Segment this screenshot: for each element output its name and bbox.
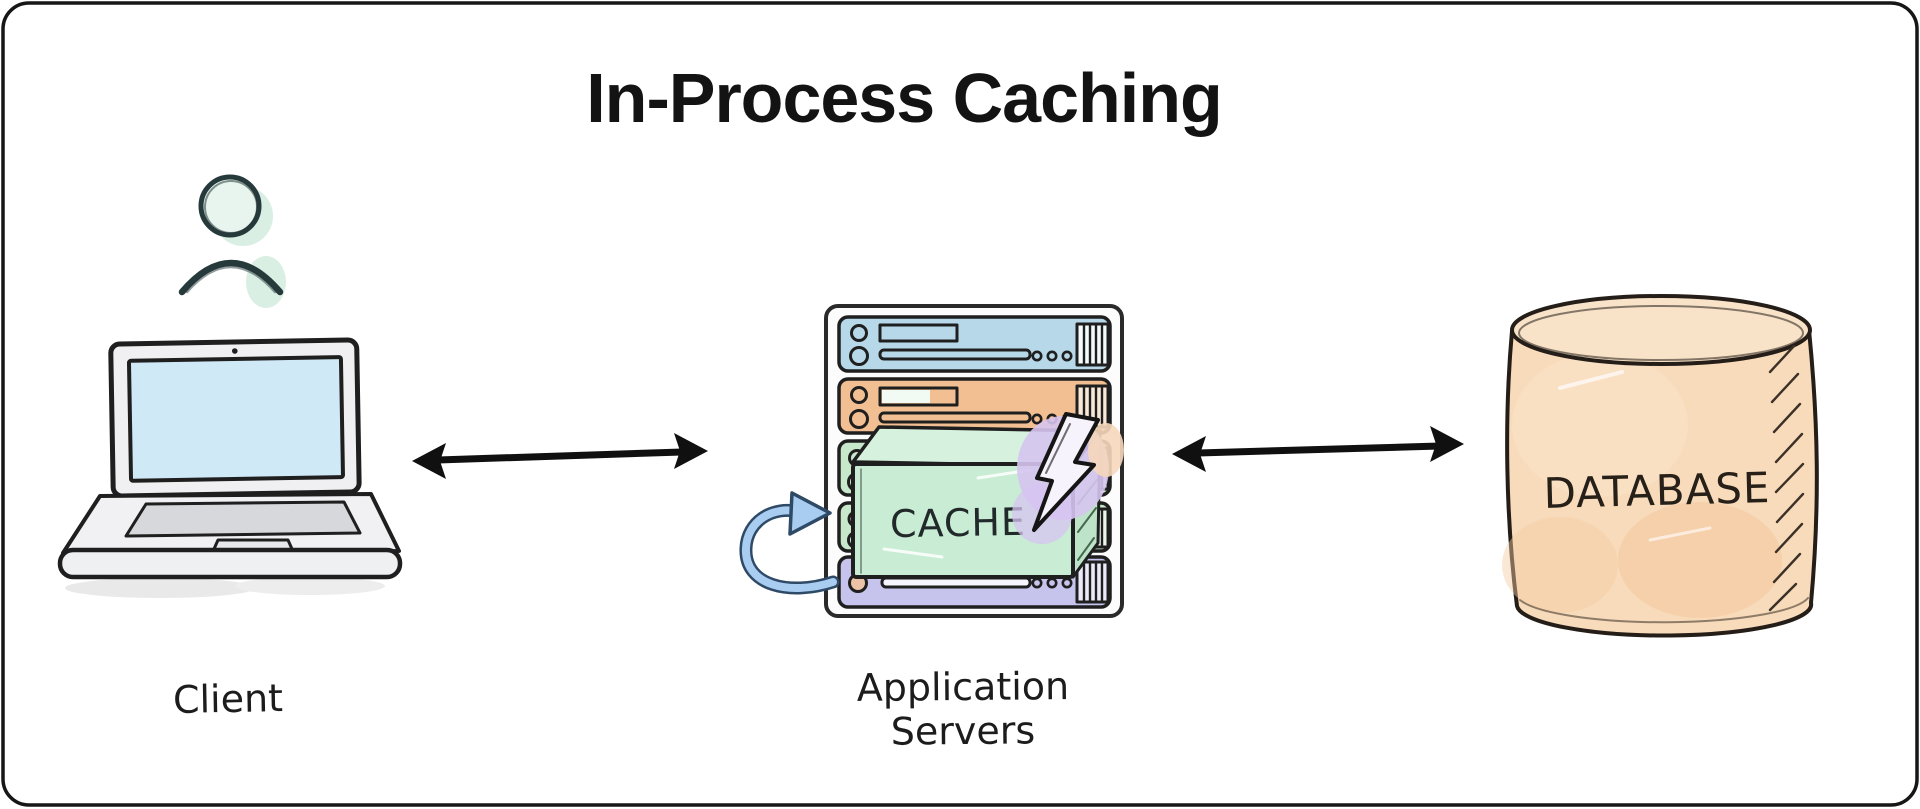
server-grille-lines (1082, 322, 1104, 367)
server-bar (878, 411, 1032, 424)
diagram-title: In-Process Caching (586, 59, 1222, 137)
server-grille-lines (1082, 384, 1104, 429)
laptop-screen (126, 355, 345, 483)
server-grille-lines (1082, 560, 1104, 604)
db-top-sketchline (1518, 305, 1804, 361)
user-icon (178, 174, 286, 308)
server-dot (1031, 350, 1043, 362)
client-label: Client (173, 676, 284, 722)
db-top-ellipse (1510, 294, 1812, 366)
server-dot (1061, 350, 1073, 362)
server-dot (1046, 350, 1058, 362)
server-led (849, 409, 869, 429)
cache-label: CACHE (890, 500, 1027, 546)
server-slot (878, 386, 959, 407)
bolt-sketchline (1045, 423, 1071, 474)
laptop-shadow-2 (235, 577, 385, 595)
server-dot (1031, 413, 1043, 425)
server-unit-blue (837, 315, 1112, 373)
bolt-shape (1032, 412, 1100, 532)
user-head (198, 174, 262, 238)
laptop-webcam (231, 348, 238, 354)
server-slot-fill (882, 390, 930, 403)
application-servers-node: CACHE Application Servers (739, 304, 1124, 754)
db-watercolor-patch (1618, 502, 1782, 618)
app-servers-label-line1: Application (857, 664, 1070, 710)
laptop-shadow (65, 578, 255, 598)
db-watercolor-patch (1502, 517, 1618, 613)
db-side-hatching (1768, 344, 1805, 612)
arrow-shaft (1194, 442, 1444, 457)
cache-box-front-face (851, 462, 1075, 579)
server-slot (878, 323, 959, 343)
db-bottom-sketchline (1519, 597, 1809, 624)
db-highlight (1648, 526, 1712, 542)
cache-box-side-hatching (1077, 451, 1099, 561)
server-led (850, 324, 868, 342)
user-head-sketchline (204, 180, 258, 234)
arrowhead-left-icon (412, 443, 446, 479)
server-led (849, 346, 869, 366)
client-node: Client (57, 174, 403, 722)
database-node: DATABASE (1502, 294, 1819, 638)
arrowhead-right-icon (1430, 426, 1464, 462)
user-shoulders-sketchline (185, 265, 277, 294)
loop-arrowhead (788, 491, 832, 536)
db-highlight (1558, 370, 1624, 390)
server-bar (880, 576, 1032, 589)
bolt-glow-peach-blob (1088, 423, 1124, 477)
arrow-servers-database (1172, 426, 1464, 472)
database-cylinder-icon: DATABASE (1502, 294, 1819, 638)
arrowhead-right-icon (674, 433, 708, 469)
user-shoulders (178, 259, 284, 296)
server-led (850, 386, 868, 404)
laptop-keyboard (124, 500, 362, 538)
server-bar (878, 348, 1032, 361)
app-servers-label-line2: Servers (891, 708, 1036, 753)
arrow-client-servers (412, 433, 708, 479)
server-grille (1075, 560, 1110, 604)
loop-arrow-body (741, 506, 837, 592)
refresh-loop-arrow-icon (739, 491, 840, 595)
db-watercolor-patch (1512, 353, 1688, 497)
arrow-shaft (434, 448, 686, 464)
server-grille (1075, 322, 1110, 367)
arrowhead-left-icon (1172, 436, 1206, 472)
laptop-icon (57, 337, 403, 598)
lightning-bolt-icon (1012, 412, 1124, 544)
database-label: DATABASE (1543, 463, 1771, 518)
cache-box-highlight (882, 547, 944, 559)
laptop-base (57, 547, 403, 580)
